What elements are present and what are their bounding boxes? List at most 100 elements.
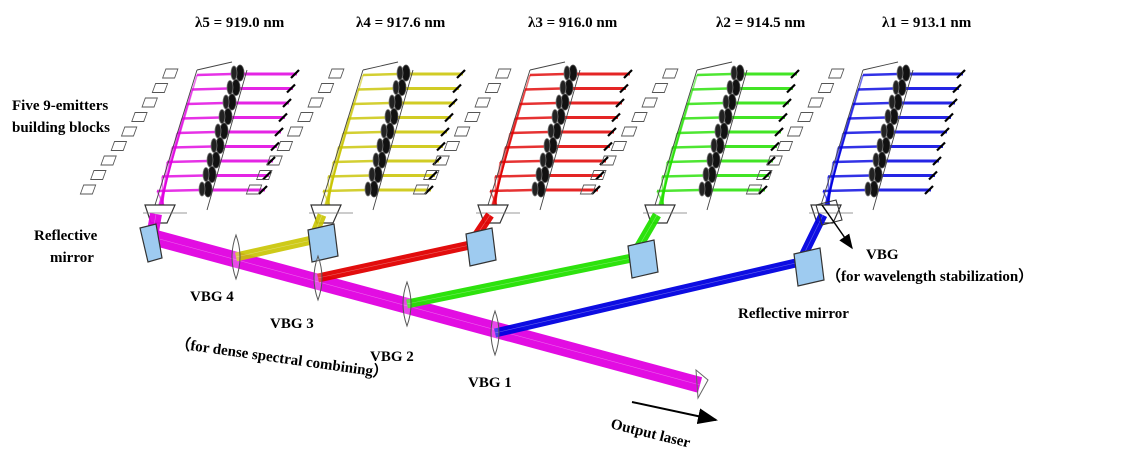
emitter-beam bbox=[656, 188, 701, 193]
sac-lens bbox=[872, 152, 880, 168]
laser-emitter bbox=[456, 69, 466, 79]
turning-prism bbox=[641, 97, 658, 108]
turning-prism bbox=[297, 112, 314, 122]
laser-emitter bbox=[282, 98, 292, 108]
sac-lens bbox=[551, 109, 559, 124]
emitter-beam bbox=[176, 130, 217, 135]
sac-lens bbox=[718, 109, 726, 124]
block-outline bbox=[372, 69, 414, 211]
collector-prism bbox=[810, 204, 842, 224]
laser-emitter bbox=[766, 156, 776, 166]
emitter-beam bbox=[327, 174, 371, 178]
reflective-mirror-1 bbox=[793, 247, 825, 287]
sac-lens bbox=[884, 109, 892, 124]
turning-prism bbox=[786, 126, 804, 137]
emitter-beam bbox=[494, 174, 538, 178]
emitter-beam bbox=[832, 159, 875, 164]
vbg-1-grating bbox=[490, 309, 500, 357]
collimated-beam bbox=[822, 190, 831, 206]
block-outline bbox=[820, 69, 864, 206]
emitter-beam bbox=[822, 188, 867, 193]
collimated-beam bbox=[322, 190, 331, 206]
emitter-beam bbox=[322, 188, 367, 193]
laser-emitter bbox=[607, 127, 617, 137]
sac-lens bbox=[388, 94, 396, 110]
vbg4-label: VBG 4 bbox=[190, 289, 234, 305]
turning-prism bbox=[266, 155, 283, 166]
sac-lens bbox=[710, 138, 718, 153]
vbg-leader-line bbox=[821, 204, 853, 250]
turning-prism bbox=[151, 83, 169, 93]
collector-prism bbox=[477, 204, 509, 224]
sac-lens bbox=[563, 65, 571, 81]
emitter-block-4 bbox=[245, 61, 466, 224]
turning-prism bbox=[307, 97, 324, 108]
emitter-beam bbox=[676, 130, 717, 135]
turning-prism bbox=[110, 141, 128, 151]
sac-lens bbox=[222, 94, 230, 110]
block-outline bbox=[529, 61, 566, 71]
turning-prism bbox=[590, 170, 607, 180]
turning-prism bbox=[797, 112, 814, 122]
left-mirror-label-line2: mirror bbox=[50, 250, 94, 266]
turning-prism bbox=[817, 83, 835, 93]
laser-emitter bbox=[428, 170, 438, 181]
emitter-beam bbox=[362, 72, 399, 77]
block-outline bbox=[206, 69, 248, 211]
vbg3-label: VBG 3 bbox=[270, 316, 314, 332]
turning-prism bbox=[423, 170, 440, 180]
output-beam bbox=[149, 229, 703, 393]
emitter-beam bbox=[196, 72, 233, 77]
collimated-beam bbox=[489, 190, 498, 206]
turning-prism bbox=[600, 155, 617, 166]
laser-emitter bbox=[786, 83, 796, 94]
sac-lens bbox=[543, 138, 551, 153]
laser-emitter bbox=[778, 112, 788, 123]
laser-emitter bbox=[290, 69, 300, 79]
sac-lens bbox=[726, 80, 734, 95]
emitter-beam bbox=[191, 87, 229, 91]
sac-lens bbox=[364, 181, 372, 197]
laser-emitter bbox=[952, 83, 962, 94]
turning-prism bbox=[453, 126, 471, 137]
dense-combining-label: （for dense spectral combining） bbox=[174, 334, 389, 382]
emitter-beam bbox=[691, 87, 729, 91]
emitter-beam bbox=[509, 130, 550, 135]
turning-prism bbox=[474, 97, 491, 108]
laser-emitter bbox=[603, 141, 613, 152]
turning-prism bbox=[317, 83, 335, 93]
sac-lens bbox=[210, 138, 218, 153]
laser-emitter bbox=[956, 69, 966, 79]
emitter-beam bbox=[519, 101, 558, 106]
sac-lens bbox=[380, 123, 388, 139]
turning-prism bbox=[245, 184, 263, 195]
emitter-beam bbox=[181, 116, 221, 120]
laser-emitter bbox=[436, 141, 446, 152]
sac-lens bbox=[868, 167, 876, 182]
sac-lens bbox=[722, 94, 730, 110]
turning-prism bbox=[484, 83, 502, 93]
emitter-beam bbox=[342, 130, 383, 135]
laser-emitter bbox=[615, 98, 625, 108]
emitter-beam bbox=[696, 72, 733, 77]
sac-lens bbox=[392, 80, 400, 95]
turning-prism bbox=[464, 112, 481, 122]
vbg-4-grating bbox=[231, 233, 241, 281]
beam-2 bbox=[406, 212, 661, 309]
turning-prism bbox=[161, 68, 179, 79]
turning-prism bbox=[79, 184, 97, 195]
turning-prism bbox=[286, 126, 304, 137]
turning-prism bbox=[827, 68, 845, 79]
turning-prism bbox=[756, 170, 773, 180]
laser-emitter bbox=[774, 127, 784, 137]
building-blocks-label-line1: Five 9-emitters bbox=[12, 98, 108, 114]
reflective-mirror-4 bbox=[307, 223, 339, 263]
emitter-beam bbox=[852, 101, 891, 106]
emitter-beam bbox=[524, 87, 562, 91]
turning-prism bbox=[433, 155, 450, 166]
laser-emitter bbox=[274, 127, 284, 137]
left-reflective-mirror bbox=[139, 223, 163, 263]
laser-emitter bbox=[758, 185, 768, 195]
vbg1-label: VBG 1 bbox=[468, 375, 512, 391]
emitter-beam bbox=[666, 159, 709, 164]
